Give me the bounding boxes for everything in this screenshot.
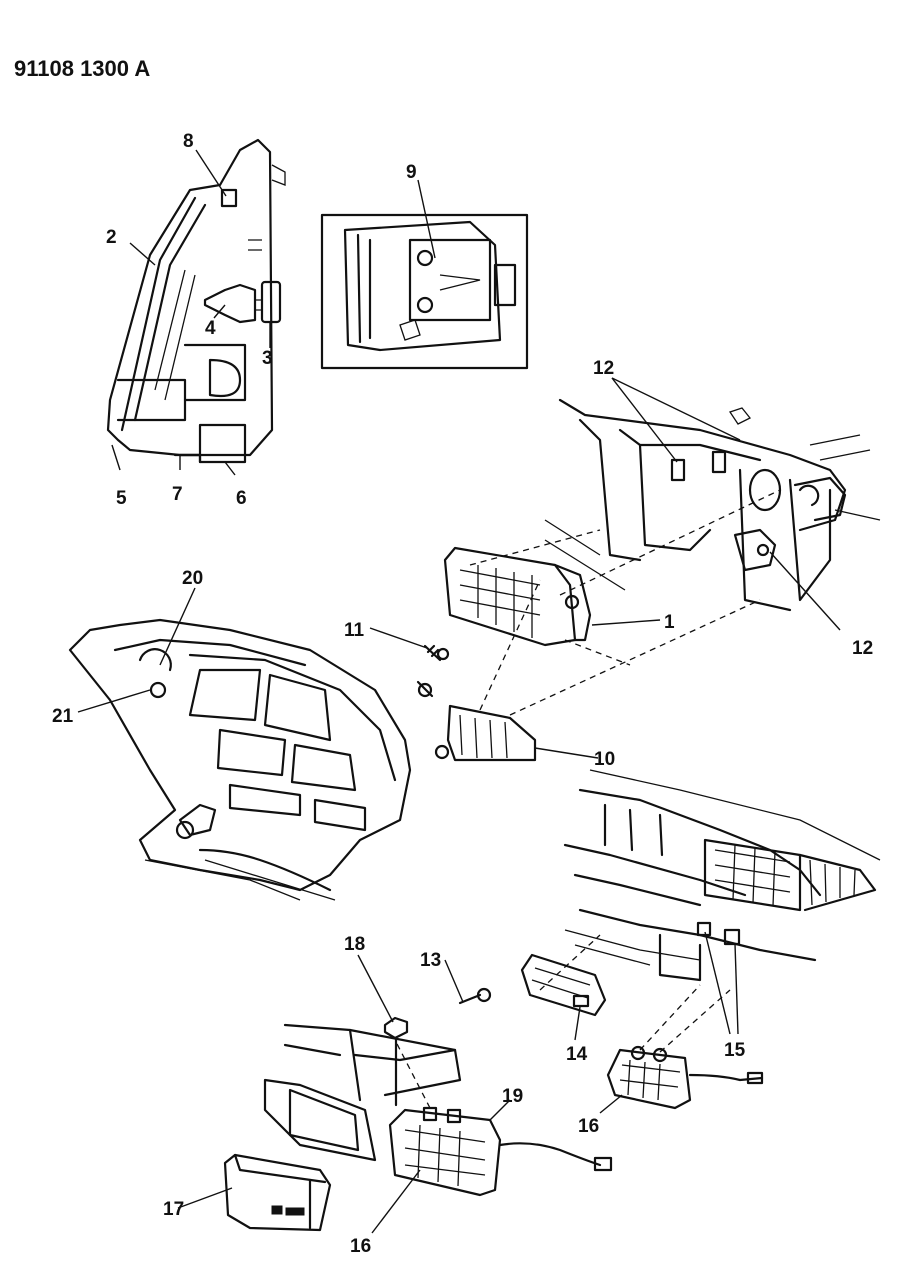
- callout-17: 17: [163, 1199, 184, 1220]
- callout-18: 18: [344, 934, 365, 955]
- side-marker-bezel: [434, 704, 537, 762]
- front-body-panel: [544, 398, 881, 612]
- fog-lamp-right: [606, 1045, 764, 1110]
- callout-12-lower: 12: [852, 638, 873, 659]
- lower-fascia: [263, 1023, 462, 1162]
- callout-10: 10: [594, 749, 615, 770]
- callout-11: 11: [344, 620, 365, 641]
- callout-13: 13: [420, 950, 441, 971]
- callout-19: 19: [502, 1086, 523, 1107]
- screw-13: [458, 987, 492, 1005]
- screw-10: [416, 680, 434, 698]
- callout-12-upper: 12: [593, 358, 614, 379]
- fog-lamp-left: [388, 1106, 613, 1197]
- callout-6: 6: [236, 488, 247, 509]
- screw-11: [423, 644, 450, 662]
- callout-labels: 8 2 4 3 5 7 6 9 12 12 1 11 10 20 21 18 1…: [52, 131, 873, 1257]
- callout-4: 4: [205, 318, 216, 339]
- callout-16-right: 16: [578, 1116, 599, 1137]
- callout-7: 7: [172, 484, 183, 505]
- reference-code: 91108 1300 A: [14, 56, 150, 81]
- fog-lamp-cover: [223, 1153, 332, 1232]
- side-marker-lamp: [443, 546, 592, 647]
- callout-14: 14: [566, 1044, 588, 1065]
- callout-1: 1: [664, 612, 675, 633]
- callout-5: 5: [116, 488, 127, 509]
- callout-2: 2: [106, 227, 117, 248]
- callout-9: 9: [406, 162, 417, 183]
- callout-20: 20: [182, 568, 203, 589]
- headlamp-inset: [320, 213, 529, 370]
- fog-lamp-upper: [520, 953, 607, 1017]
- nut-18: [383, 1016, 409, 1107]
- callout-8: 8: [183, 131, 194, 152]
- callout-3: 3: [262, 348, 273, 369]
- callout-15: 15: [724, 1040, 746, 1061]
- headlamp-side-view: [106, 138, 286, 464]
- hood-underside: [68, 618, 412, 901]
- front-fascia: [563, 769, 881, 982]
- leader-lines: [77, 149, 841, 1234]
- callout-16-left: 16: [350, 1236, 371, 1257]
- callout-21: 21: [52, 706, 74, 727]
